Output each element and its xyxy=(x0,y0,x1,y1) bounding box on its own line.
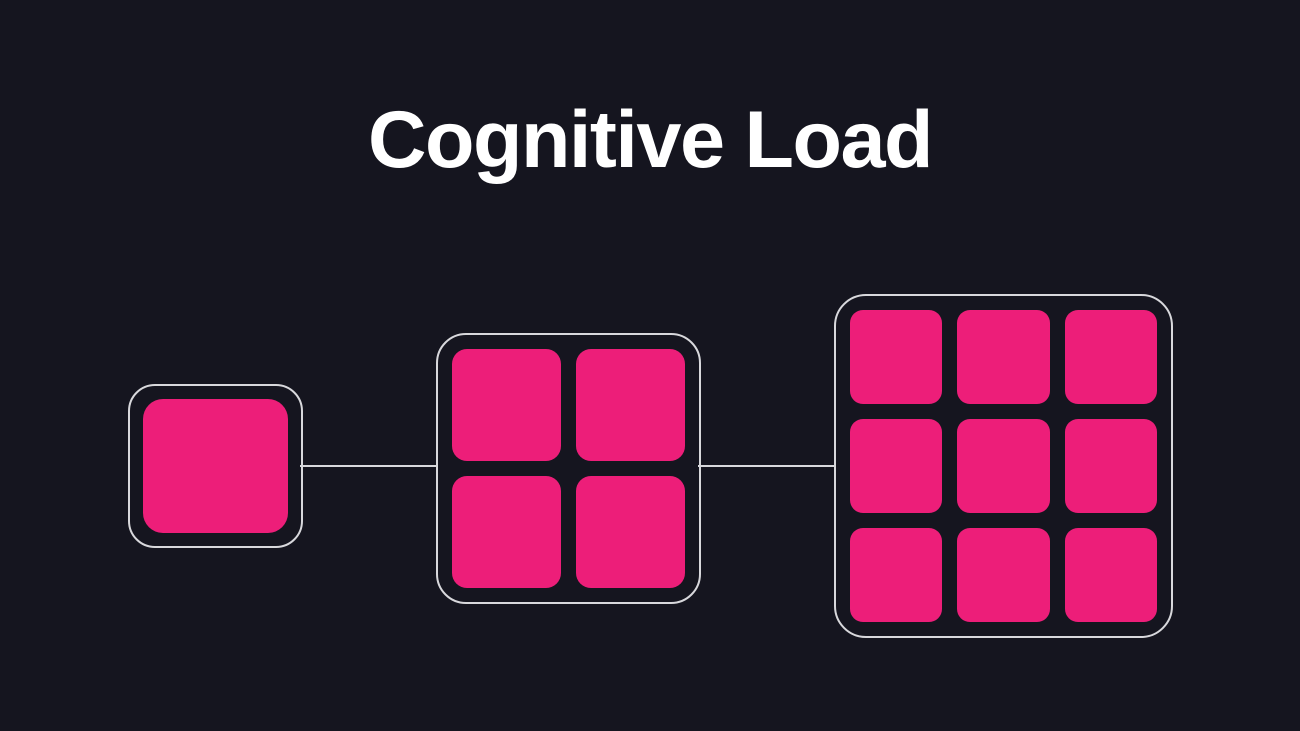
page-title: Cognitive Load xyxy=(368,95,934,185)
tile xyxy=(576,476,685,588)
tile xyxy=(850,419,943,513)
tile xyxy=(1064,419,1157,513)
connector-line-group1-group2 xyxy=(300,465,438,467)
tile xyxy=(850,528,943,622)
tile xyxy=(957,528,1050,622)
tile xyxy=(957,310,1050,404)
nine-tile-group[interactable] xyxy=(834,294,1173,638)
tile xyxy=(850,310,943,404)
tile xyxy=(1064,528,1157,622)
tile xyxy=(576,349,685,461)
tile xyxy=(452,349,561,461)
connector-line-group2-group3 xyxy=(698,465,836,467)
tile xyxy=(143,399,288,533)
tile xyxy=(1064,310,1157,404)
tile xyxy=(957,419,1050,513)
tile xyxy=(452,476,561,588)
four-tile-group[interactable] xyxy=(436,333,701,604)
single-tile-group[interactable] xyxy=(128,384,303,548)
